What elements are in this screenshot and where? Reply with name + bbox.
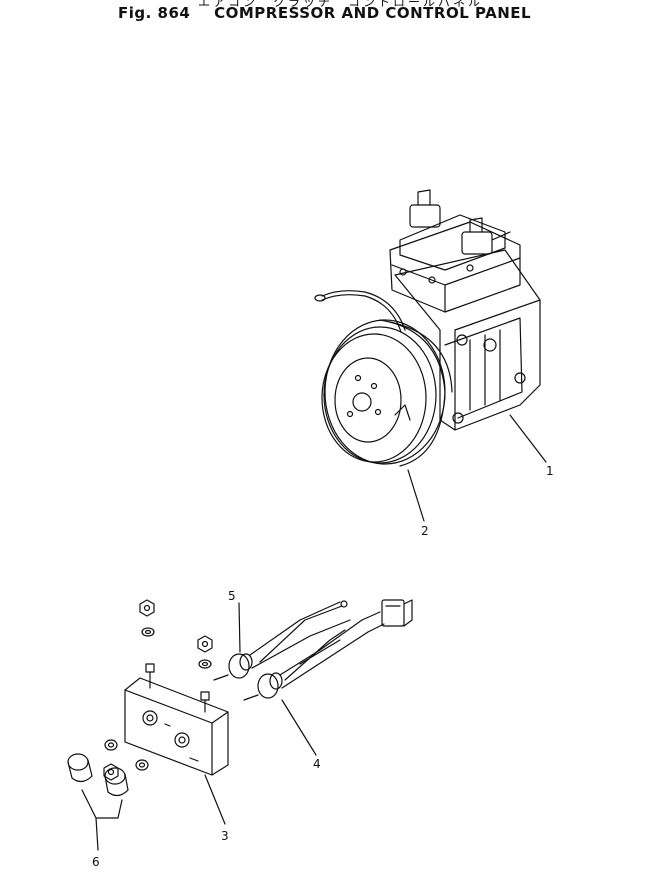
figure-number: Fig. 864 <box>118 4 191 22</box>
callout-5: 5 <box>228 589 236 603</box>
callout-2: 2 <box>421 524 429 538</box>
leader-line-1 <box>509 414 547 463</box>
leader-line-3 <box>204 774 226 825</box>
control-panel <box>124 663 229 776</box>
figure-title: エアコン クラッチ コントロールパネル Fig. 864 COMPRESSOR … <box>118 0 532 22</box>
figure-subtitle-jp: エアコン クラッチ コントロールパネル <box>198 0 484 9</box>
leader-line-5 <box>238 602 241 653</box>
hose-line <box>314 290 406 333</box>
leader-line-2 <box>407 469 425 522</box>
compressor-body <box>389 189 541 431</box>
knobs <box>67 753 129 851</box>
callout-6: 6 <box>92 855 100 869</box>
figure-caption: COMPRESSOR AND CONTROL PANEL <box>214 4 532 22</box>
callout-1: 1 <box>546 464 554 478</box>
callout-3: 3 <box>221 829 229 843</box>
callout-4: 4 <box>313 757 321 771</box>
clutch-pulley <box>321 319 453 467</box>
rotary-switches <box>213 599 413 701</box>
hardware <box>103 599 213 781</box>
leader-line-4 <box>281 699 317 756</box>
